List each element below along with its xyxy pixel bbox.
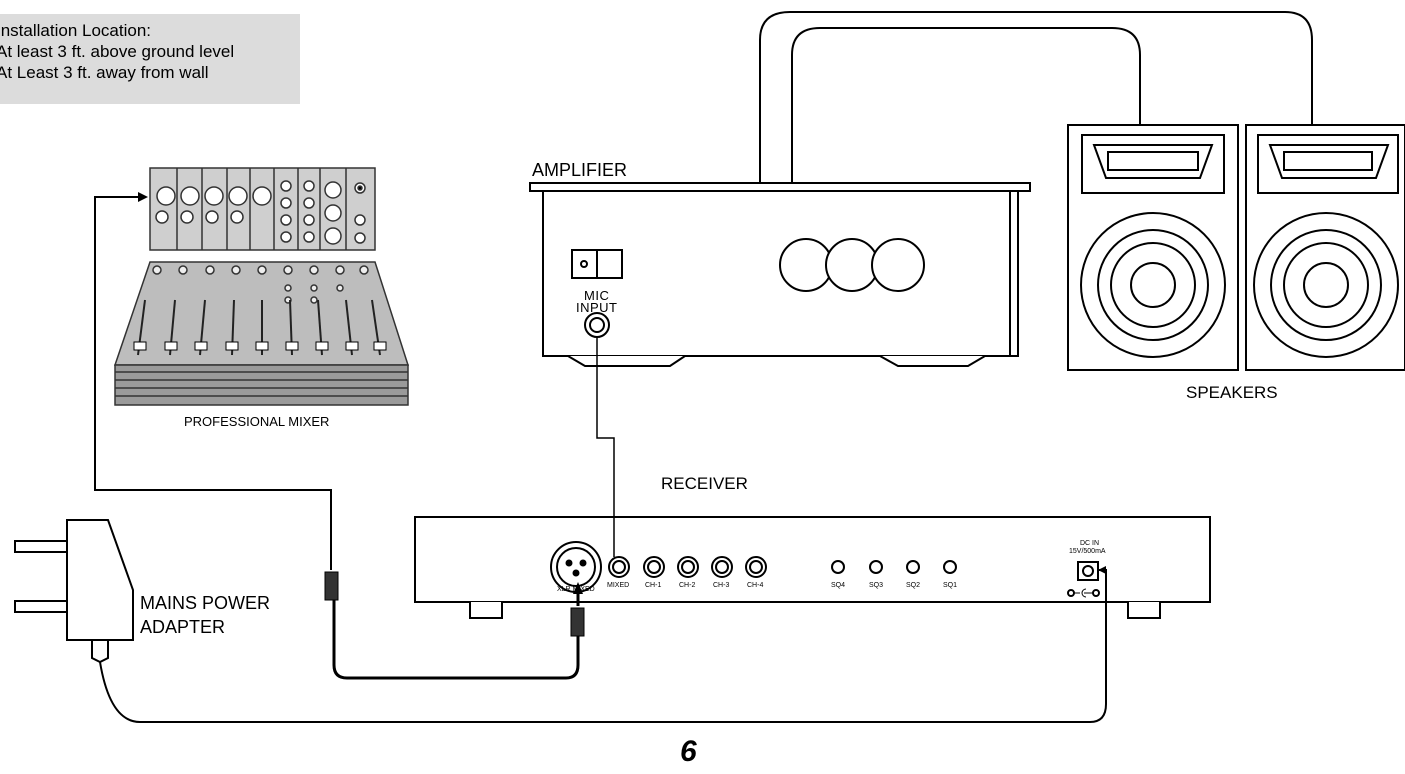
sq3-label: SQ3 (869, 582, 884, 589)
mixed-label: MIXED (607, 582, 630, 589)
mixer-top (113, 261, 410, 406)
adapter-label-2: ADAPTER (140, 617, 226, 637)
connection-cables (94, 192, 1107, 723)
mixer-rear-panel (149, 167, 376, 251)
note-title: Installation Location: (0, 21, 151, 40)
note-line-2: At Least 3 ft. away from wall (0, 63, 209, 82)
mic-input-label-2: INPUT (576, 300, 618, 315)
speaker-right (1245, 124, 1405, 371)
speaker-left (1067, 124, 1239, 371)
sq2-label: SQ2 (906, 582, 921, 589)
installation-note: Installation Location: At least 3 ft. ab… (0, 14, 300, 104)
note-line-1: At least 3 ft. above ground level (0, 42, 235, 61)
ch3-label: CH-3 (713, 582, 730, 589)
receiver (414, 516, 1211, 619)
power-adapter (14, 519, 134, 664)
xlr-mixed-label: XLR MIXED (557, 586, 595, 593)
speaker-cables (759, 11, 1313, 190)
amplifier (529, 182, 1031, 367)
ch2-label: CH-2 (679, 582, 696, 589)
dc-in-rating-label: 15V/500mA (1069, 548, 1106, 555)
mic-input-label-1: MIC (584, 288, 610, 303)
amplifier-label: AMPLIFIER (532, 160, 628, 180)
page-number: 6 (680, 735, 697, 768)
receiver-label: RECEIVER (661, 474, 748, 493)
adapter-label-1: MAINS POWER (140, 593, 271, 613)
ch4-label: CH-4 (747, 582, 764, 589)
dc-in-label: DC IN (1080, 540, 1100, 547)
sq4-label: SQ4 (831, 582, 846, 589)
ch1-label: CH-1 (645, 582, 662, 589)
speakers-label: SPEAKERS (1186, 383, 1278, 402)
mixer-label: PROFESSIONAL MIXER (184, 414, 330, 429)
sq1-label: SQ1 (943, 582, 958, 589)
